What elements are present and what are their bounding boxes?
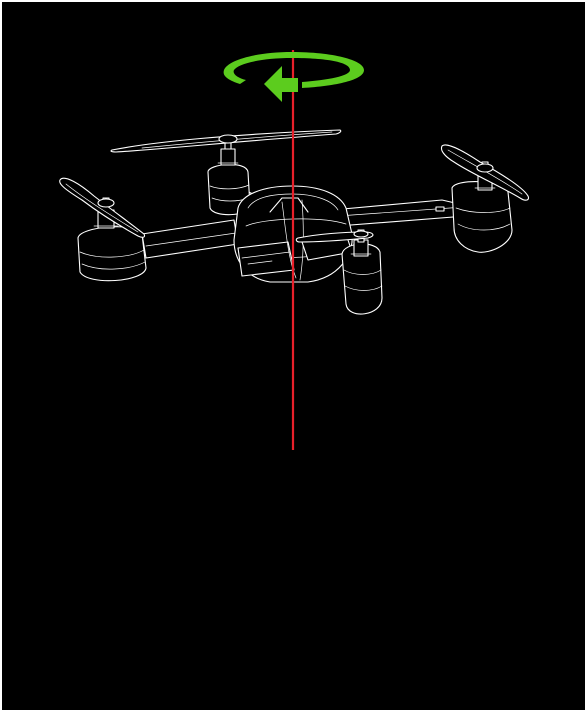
drone-icon [60, 130, 529, 314]
